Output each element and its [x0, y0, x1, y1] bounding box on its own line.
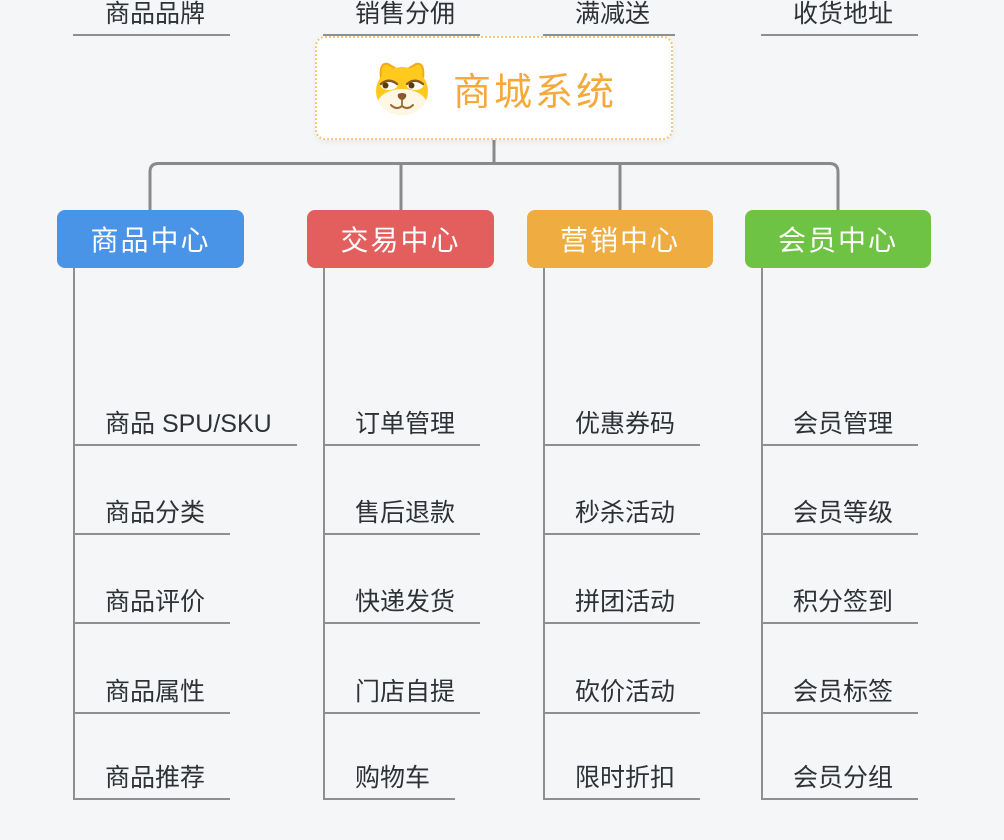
leaf-node[interactable]: 商品 SPU/SKU: [73, 410, 297, 446]
branch-node-product-center[interactable]: 商品中心: [57, 210, 244, 268]
leaf-node[interactable]: 购物车: [323, 764, 456, 800]
leaf-node[interactable]: 商品属性: [73, 678, 231, 714]
branch-node-marketing-center[interactable]: 营销中心: [527, 210, 713, 268]
leaf-node[interactable]: 订单管理: [323, 410, 481, 446]
branch-label: 会员中心: [777, 225, 898, 256]
leaf-node[interactable]: 优惠券码: [543, 410, 701, 446]
leaf-node[interactable]: 秒杀活动: [543, 499, 701, 535]
dog-face-icon: [375, 62, 428, 115]
branch-bus-line: [148, 162, 840, 210]
leaf-node[interactable]: 商品推荐: [73, 764, 231, 800]
leaf-node[interactable]: 快递发货: [323, 588, 481, 624]
branch-label: 交易中心: [340, 225, 461, 256]
leaf-node[interactable]: 积分签到: [761, 588, 919, 624]
leaf-node[interactable]: 商品评价: [73, 588, 231, 624]
branch-node-member-center[interactable]: 会员中心: [745, 210, 931, 268]
leaf-node[interactable]: 限时折扣: [543, 764, 701, 800]
leaf-node[interactable]: 拼团活动: [543, 588, 701, 624]
branch-node-trade-center[interactable]: 交易中心: [307, 210, 494, 268]
root-topic-node[interactable]: 商城系统: [315, 36, 673, 140]
leaf-node[interactable]: 会员分组: [761, 764, 919, 800]
leaf-node[interactable]: 会员等级: [761, 499, 919, 535]
leaf-node[interactable]: 门店自提: [323, 678, 481, 714]
leaf-node[interactable]: 会员标签: [761, 678, 919, 714]
leaf-node[interactable]: 满减送: [543, 0, 676, 36]
leaf-node[interactable]: 商品品牌: [73, 0, 231, 36]
leaf-node[interactable]: 砍价活动: [543, 678, 701, 714]
leaf-node[interactable]: 售后退款: [323, 499, 481, 535]
leaf-node[interactable]: 销售分佣: [323, 0, 481, 36]
leaf-node[interactable]: 收货地址: [761, 0, 919, 36]
leaf-node[interactable]: 商品分类: [73, 499, 231, 535]
branch-label: 商品中心: [90, 225, 211, 256]
branch-label: 营销中心: [559, 225, 680, 256]
root-topic-label: 商城系统: [452, 71, 617, 114]
leaf-node[interactable]: 会员管理: [761, 410, 919, 446]
